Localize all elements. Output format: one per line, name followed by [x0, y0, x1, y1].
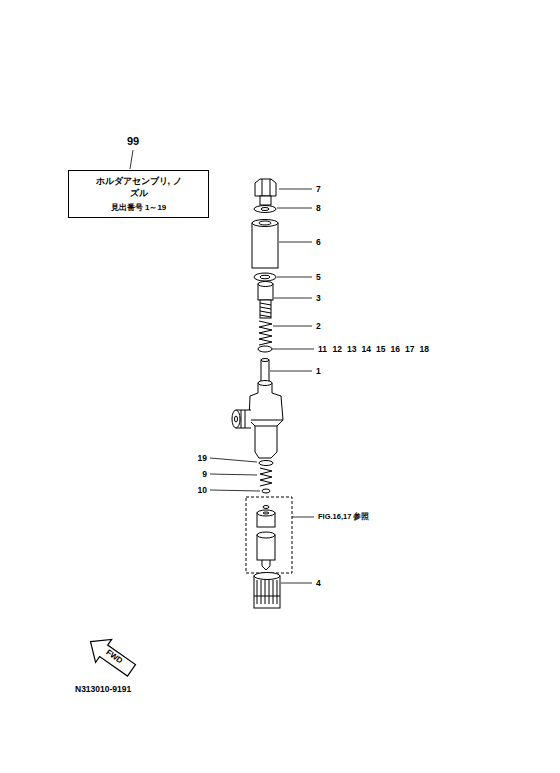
callout-number: 2 [316, 321, 321, 331]
callout-number: 5 [316, 272, 321, 282]
callout-number: 1 [316, 366, 321, 376]
washer-hole [260, 275, 270, 279]
callout-number: 6 [316, 237, 321, 247]
reference-note: FIG.16,17 参照 [318, 512, 369, 522]
callout-number: 7 [316, 184, 321, 194]
callout-number: 17 [405, 344, 414, 354]
callout-number: 4 [316, 578, 321, 588]
part-name: ホルダアセンブリ, ノズル [96, 175, 182, 199]
reference-numbers: 見出番号 1～19 [75, 202, 202, 213]
callout-number: 10 [198, 485, 207, 495]
callout-number: 99 [127, 136, 139, 146]
spring [259, 321, 272, 345]
washer [254, 206, 276, 213]
bolt [255, 179, 276, 205]
callout-number: 15 [376, 344, 385, 354]
callout-number: 16 [391, 344, 400, 354]
nozzle-nut [254, 573, 280, 609]
fwd-arrow [82, 630, 139, 682]
sleeve [252, 220, 278, 269]
callout-number: 3 [316, 293, 321, 303]
callout-number: 14 [362, 344, 371, 354]
shim [258, 346, 272, 352]
callout-number: 11 [318, 344, 327, 354]
holder-body [232, 381, 283, 459]
nozzle-parts [257, 506, 275, 571]
callout-number: 12 [333, 344, 342, 354]
callout-number: 13 [347, 344, 356, 354]
washer [254, 273, 276, 281]
washer-hole [261, 208, 269, 211]
callout-number: 18 [420, 344, 429, 354]
part-name-box: ホルダアセンブリ, ノズル見出番号 1～19 [68, 170, 209, 218]
spring-seat [262, 489, 270, 493]
callout-number: 19 [198, 453, 207, 463]
callout-number: 8 [316, 203, 321, 213]
adjusting-screw [258, 282, 273, 319]
push-rod [261, 359, 269, 384]
callout-number: 9 [202, 469, 207, 479]
dashed-group-outline [246, 497, 292, 573]
drawing-number: N313010-9191 [75, 684, 131, 694]
shim [259, 461, 273, 466]
spring [260, 468, 272, 486]
